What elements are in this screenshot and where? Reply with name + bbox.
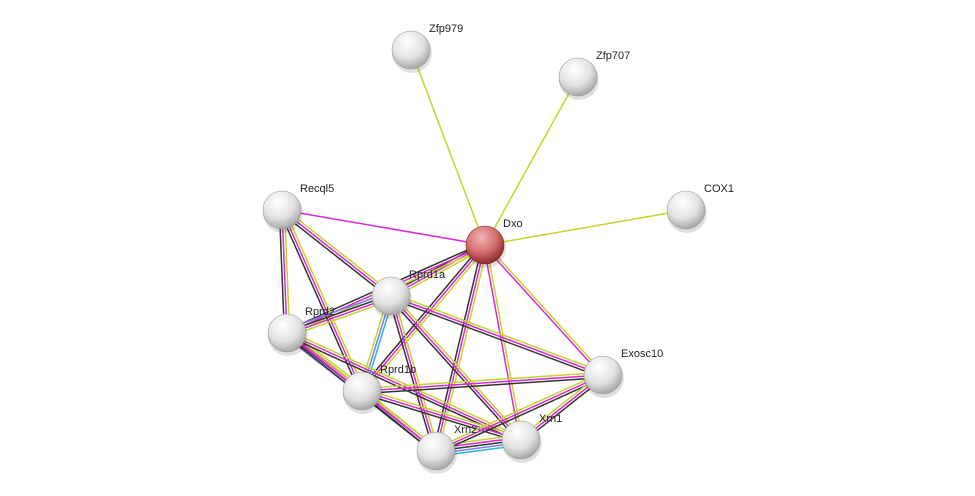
edge-Dxo-Zfp707[interactable] <box>484 76 579 246</box>
node-Xrn1[interactable]: Xrn1 <box>501 413 562 463</box>
edge-Dxo-Rprd1b[interactable] <box>359 242 488 394</box>
edge-evidence-line <box>361 392 521 444</box>
edge-Dxo-Xrn1[interactable] <box>482 244 524 441</box>
edge-Xrn2-Exosc10[interactable] <box>434 371 605 455</box>
node-Exosc10[interactable]: Exosc10 <box>583 348 663 398</box>
node-label: Xrn1 <box>539 413 562 425</box>
edge-Rprd1b-Exosc10[interactable] <box>361 371 604 395</box>
edge-evidence-line <box>390 295 522 441</box>
edge-evidence-line <box>434 371 603 450</box>
node-Rprd1a[interactable]: Rprd1a <box>371 269 446 319</box>
edge-evidence-line <box>286 332 522 441</box>
edge-evidence-line <box>391 292 605 374</box>
edge-evidence-line <box>436 376 605 455</box>
edge-evidence-line <box>281 209 288 334</box>
edge-evidence-line <box>281 209 486 246</box>
node-sphere[interactable] <box>416 431 456 471</box>
edge-Rprd1a-Xrn1[interactable] <box>388 293 524 443</box>
edge-Rprd1b-Xrn1[interactable] <box>361 387 522 444</box>
node-sphere[interactable] <box>342 371 382 411</box>
node-sphere[interactable] <box>371 276 411 316</box>
node-Zfp979[interactable]: Zfp979 <box>391 23 463 73</box>
edge-evidence-line <box>392 295 440 451</box>
node-COX1[interactable]: COX1 <box>666 183 734 233</box>
node-label: Zfp707 <box>596 50 630 62</box>
edge-evidence-line <box>435 374 604 452</box>
edge-evidence-line <box>362 376 604 395</box>
edge-evidence-line <box>485 244 524 440</box>
edge-evidence-line <box>484 209 687 246</box>
node-Rprd1b[interactable]: Rprd1b <box>342 364 416 414</box>
edge-evidence-line <box>390 295 437 452</box>
node-label: Zfp979 <box>429 23 463 35</box>
node-sphere[interactable] <box>501 420 541 460</box>
node-sphere[interactable] <box>262 190 302 230</box>
edge-Rprd1a-Xrn2[interactable] <box>387 295 440 452</box>
node-sphere[interactable] <box>583 355 623 395</box>
edge-evidence-line <box>287 329 523 439</box>
edge-evidence-line <box>485 243 605 375</box>
edge-evidence-line <box>410 49 486 246</box>
node-Zfp707[interactable]: Zfp707 <box>558 50 630 100</box>
edge-evidence-line <box>281 209 392 297</box>
edge-evidence-line <box>389 297 603 379</box>
edge-evidence-line <box>359 242 484 390</box>
edge-evidence-line <box>387 296 435 452</box>
node-label: Exosc10 <box>621 348 663 360</box>
node-label: Rprd1a <box>409 269 446 281</box>
node-sphere[interactable] <box>267 313 307 353</box>
node-sphere[interactable] <box>465 225 505 265</box>
node-label: Rprd2 <box>305 306 335 318</box>
edge-evidence-line <box>279 211 390 299</box>
node-sphere[interactable] <box>666 190 706 230</box>
edge-Dxo-Exosc10[interactable] <box>483 243 605 377</box>
node-Recql5[interactable]: Recql5 <box>262 183 334 233</box>
edge-evidence-line <box>278 210 361 393</box>
edge-evidence-line <box>283 207 394 295</box>
node-Dxo[interactable]: Dxo <box>465 218 523 268</box>
node-Xrn2[interactable]: Xrn2 <box>416 424 477 474</box>
node-label: Rprd1b <box>380 364 416 376</box>
edge-Dxo-Recql5[interactable] <box>281 209 486 246</box>
edge-evidence-line <box>283 209 291 333</box>
edge-Rprd1a-Exosc10[interactable] <box>389 292 605 379</box>
edge-evidence-line <box>361 390 522 441</box>
edge-evidence-line <box>482 245 521 441</box>
edge-evidence-line <box>392 293 524 439</box>
edge-evidence-line <box>362 387 522 439</box>
edge-Recql5-Rprd2[interactable] <box>278 209 291 334</box>
node-label: Dxo <box>503 218 523 230</box>
edge-evidence-line <box>278 210 286 334</box>
edge-evidence-line <box>388 297 520 443</box>
edge-Dxo-Zfp979[interactable] <box>410 49 486 246</box>
node-Rprd2[interactable]: Rprd2 <box>267 306 335 356</box>
edge-evidence-line <box>484 76 579 246</box>
edge-evidence-line <box>361 244 486 392</box>
edge-Dxo-COX1[interactable] <box>484 209 687 246</box>
node-label: Xrn2 <box>454 424 477 436</box>
node-label: COX1 <box>704 183 734 195</box>
edge-evidence-line <box>361 374 604 392</box>
node-sphere[interactable] <box>558 57 598 97</box>
node-label: Recql5 <box>300 183 334 195</box>
edge-evidence-line <box>390 295 604 376</box>
edge-Recql5-Rprd1a[interactable] <box>279 207 394 299</box>
edge-evidence-line <box>361 371 603 390</box>
edge-evidence-line <box>483 245 603 377</box>
edge-evidence-line <box>363 246 488 394</box>
node-sphere[interactable] <box>391 30 431 70</box>
